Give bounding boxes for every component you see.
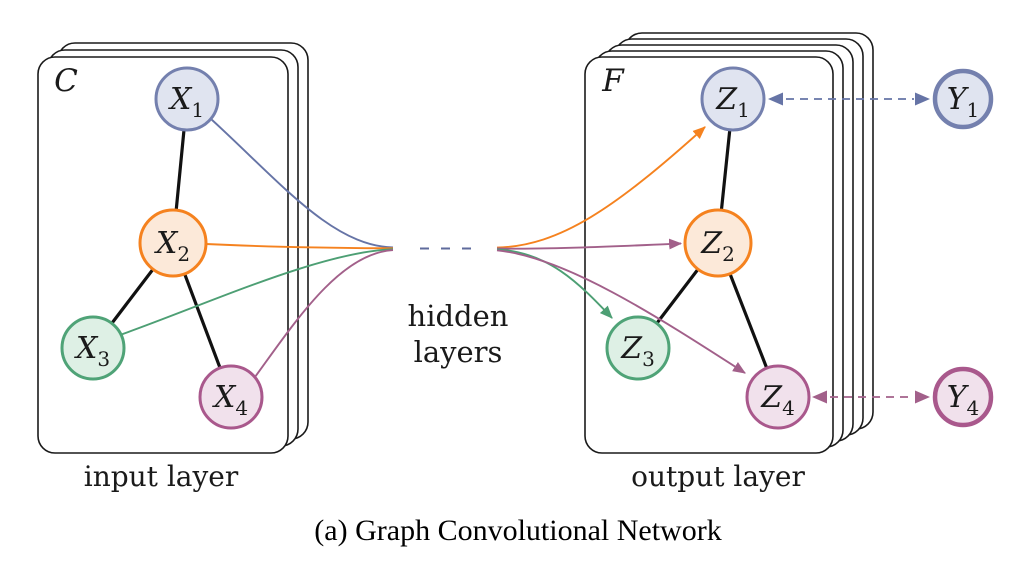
input-flow-lines — [119, 118, 394, 378]
node-z3 — [605, 315, 671, 381]
output-flow-arrows — [496, 126, 746, 374]
dashed-link-z4-y4 — [812, 390, 930, 404]
node-x4 — [198, 364, 264, 430]
node-x1-label: X1 — [168, 82, 204, 122]
node-y4-label: Y4 — [947, 380, 980, 420]
node-x2-label: X2 — [154, 226, 190, 266]
dashed-link-z1-y1 — [768, 92, 930, 106]
node-z4-label: Z4 — [760, 380, 795, 420]
flow-x2-hidden — [205, 243, 394, 250]
output-layer-caption: output layer — [631, 460, 805, 493]
flow-hidden-z2 — [496, 238, 683, 250]
flow-hidden-z4 — [496, 249, 746, 374]
flow-hidden-z3 — [496, 248, 613, 319]
node-x3-label: X3 — [74, 331, 110, 371]
graph-nodes — [60, 66, 994, 430]
hidden-layers-label: hidden layers — [408, 299, 509, 369]
input-layer-caption: input layer — [84, 460, 239, 493]
node-x2 — [138, 208, 208, 278]
node-z1 — [700, 66, 766, 132]
node-labels: X1 X2 X3 X4 Z1 Z2 Z3 Z4 Y1 Y4 — [74, 82, 979, 420]
arrowhead-left-icon — [812, 390, 827, 404]
node-y4 — [932, 366, 994, 428]
node-x3 — [60, 315, 126, 381]
flow-x3-hidden — [119, 248, 394, 336]
arrowhead-left-icon — [768, 92, 783, 106]
node-z2-label: Z2 — [700, 226, 735, 266]
flow-x1-hidden — [210, 118, 394, 249]
flow-hidden-z1 — [496, 126, 706, 249]
node-y1-label: Y1 — [947, 82, 980, 122]
node-x4-label: X4 — [212, 380, 248, 420]
node-z4 — [745, 364, 811, 430]
node-z2 — [683, 208, 753, 278]
figure-caption: (a) Graph Convolutional Network — [314, 514, 721, 547]
arrowhead-right-icon — [915, 92, 930, 106]
hidden-layers-label-line1: hidden — [408, 299, 509, 333]
output-panel-letter: F — [601, 63, 625, 99]
arrowhead-right-icon — [915, 390, 930, 404]
flow-x4-hidden — [254, 249, 394, 378]
node-x1 — [154, 66, 220, 132]
hidden-layers-label-line2: layers — [414, 335, 503, 369]
node-z1-label: Z1 — [715, 82, 750, 122]
input-panel-letter: C — [54, 63, 78, 99]
node-z3-label: Z3 — [620, 331, 655, 371]
node-y1 — [932, 68, 994, 130]
